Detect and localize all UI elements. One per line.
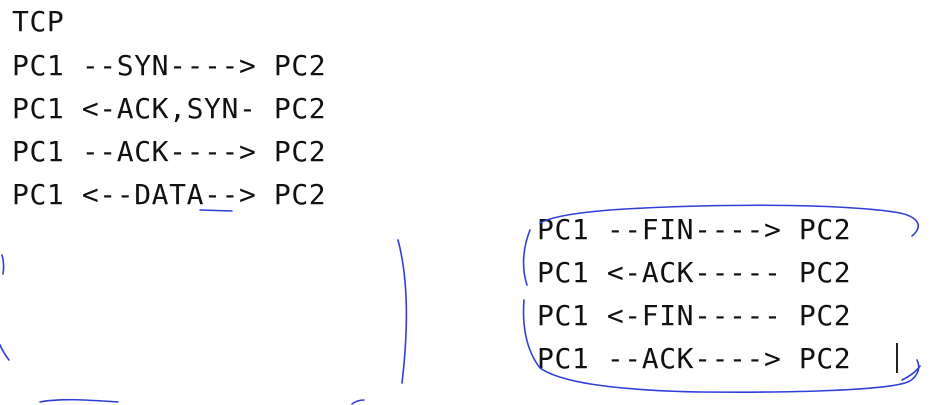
left-edge-mark	[1, 254, 5, 275]
handshake-line-1: PC1 --SYN----> PC2	[12, 49, 327, 82]
handshake-line-3: PC1 --ACK----> PC2	[12, 135, 327, 168]
teardown-line-3: PC1 <-FIN----- PC2	[537, 299, 852, 332]
teardown-line-1: PC1 --FIN----> PC2	[537, 213, 852, 246]
section-title: TCP	[12, 5, 65, 38]
oval-tail-mark	[901, 365, 921, 381]
bracket-right-mark	[397, 239, 408, 384]
bottom-left-mark	[39, 398, 119, 403]
bottom-mid-mark	[351, 399, 365, 405]
teardown-line-4: PC1 --ACK----> PC2	[537, 342, 852, 375]
left-edge-mark-2	[0, 344, 10, 361]
teardown-line-2: PC1 <-ACK----- PC2	[537, 256, 852, 289]
text-cursor	[896, 343, 898, 373]
handshake-line-4: PC1 <--DATA--> PC2	[12, 178, 327, 211]
handshake-line-2: PC1 <-ACK,SYN- PC2	[12, 92, 327, 125]
